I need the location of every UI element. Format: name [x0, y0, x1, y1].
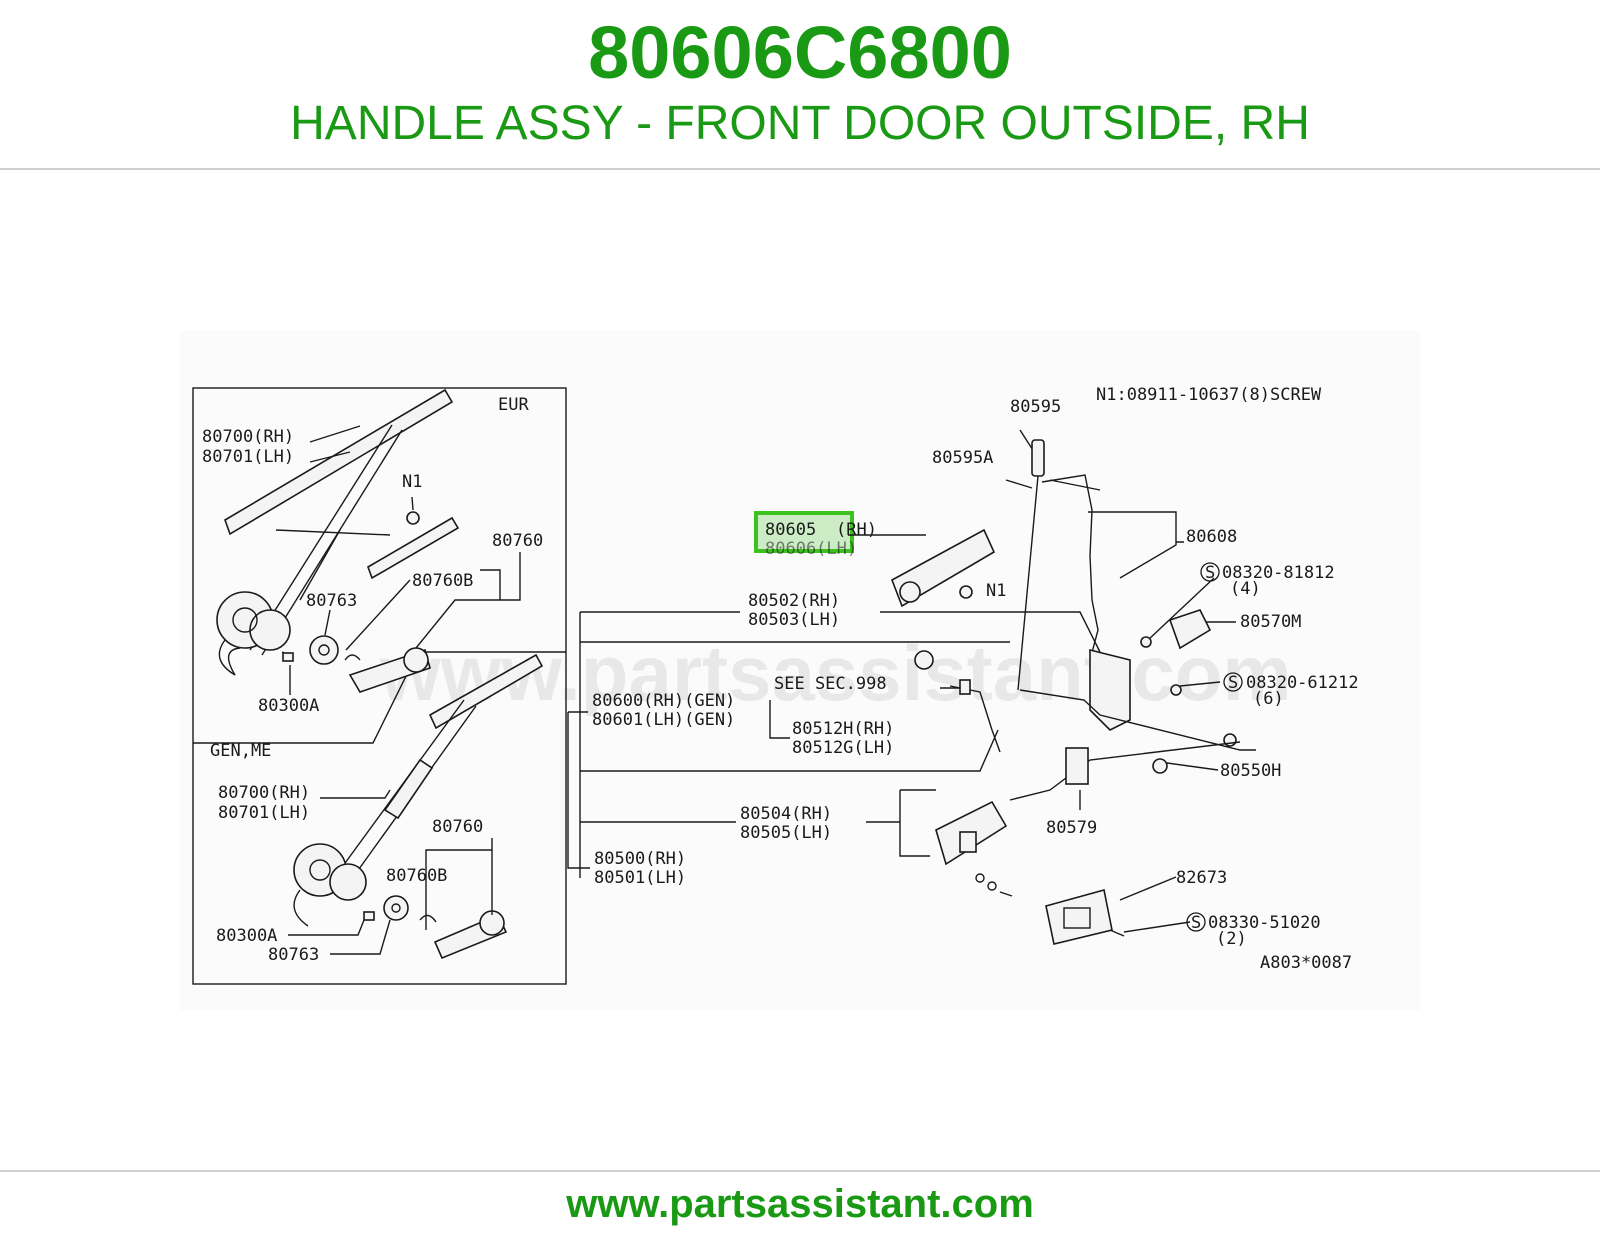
callout-80608: 80608 [1186, 527, 1237, 547]
footer-divider [0, 1170, 1600, 1172]
panel-eur-title: EUR [498, 395, 529, 415]
callout-80512h: 80512H(RH) [792, 719, 894, 739]
callout-80600: 80600(RH)(GEN) [592, 691, 735, 711]
callout-80504: 80504(RH) [740, 804, 832, 824]
callout-80605-rh: (RH) [836, 520, 877, 540]
s-symbol-label-3: S [1191, 913, 1201, 933]
callout-qty4: (4) [1230, 579, 1261, 599]
part-description: HANDLE ASSY - FRONT DOOR OUTSIDE, RH [290, 97, 1310, 150]
callout-80570m: 80570M [1240, 612, 1301, 632]
eur-label-n1: N1 [402, 472, 422, 492]
callout-08320-81812: 08320-81812 [1222, 563, 1335, 583]
gen-label-80700: 80700(RH) [218, 783, 310, 803]
eur-label-80763: 80763 [306, 591, 357, 611]
callout-80512g: 80512G(LH) [792, 738, 894, 758]
panel-gen-title: GEN,ME [210, 741, 271, 761]
s-symbol-icon-2 [1223, 672, 1243, 692]
callout-80500: 80500(RH) [594, 849, 686, 869]
callout-80606: 80606(LH) [765, 539, 857, 559]
eur-label-80760b: 80760B [412, 571, 473, 591]
part-number-title: 80606C6800 [588, 11, 1012, 94]
callout-n1: N1 [986, 581, 1006, 601]
panel-frame [192, 387, 567, 985]
header-divider [0, 168, 1600, 170]
callout-82673: 82673 [1176, 868, 1227, 888]
callout-80605[interactable]: 80605 [765, 520, 816, 540]
parts-diagram: www.partsassistant.com EUR 80700(RH) 807… [180, 330, 1420, 1010]
callout-08320-61212: 08320-61212 [1246, 673, 1359, 693]
callout-80503: 80503(LH) [748, 610, 840, 630]
eur-label-80701: 80701(LH) [202, 447, 294, 467]
eur-label-80700: 80700(RH) [202, 427, 294, 447]
callout-80502: 80502(RH) [748, 591, 840, 611]
callout-08330-51020: 08330-51020 [1208, 913, 1321, 933]
gen-label-80701: 80701(LH) [218, 803, 310, 823]
callout-80550h: 80550H [1220, 761, 1281, 781]
screw-note: N1:08911-10637(8)SCREW [1096, 385, 1322, 405]
gen-regulator-drawing [288, 653, 544, 960]
eur-label-80300a: 80300A [258, 696, 319, 716]
door-assembly-drawing [567, 429, 1256, 945]
reference-code: A803*0087 [1260, 953, 1352, 973]
eur-regulator-drawing [216, 388, 521, 695]
callout-80505: 80505(LH) [740, 823, 832, 843]
callout-80601: 80601(LH)(GEN) [592, 710, 735, 730]
callout-qty6: (6) [1253, 689, 1284, 709]
gen-label-80760b: 80760B [386, 866, 447, 886]
callout-qty2: (2) [1216, 929, 1247, 949]
callout-80501: 80501(LH) [594, 868, 686, 888]
s-symbol-label: S [1205, 563, 1215, 583]
panel-separator [193, 651, 566, 744]
footer-url-link[interactable]: www.partsassistant.com [566, 1182, 1034, 1226]
highlight-box-80605[interactable] [754, 511, 854, 553]
see-sec-note[interactable]: SEE SEC.998 [774, 674, 887, 694]
callout-80579: 80579 [1046, 818, 1097, 838]
gen-label-80760: 80760 [432, 817, 483, 837]
eur-label-80760: 80760 [492, 531, 543, 551]
s-symbol-label-2: S [1228, 673, 1238, 693]
gen-label-80300a: 80300A [216, 926, 277, 946]
gen-label-80763: 80763 [268, 945, 319, 965]
callout-80595: 80595 [1010, 397, 1061, 417]
callout-80595a: 80595A [932, 448, 993, 468]
